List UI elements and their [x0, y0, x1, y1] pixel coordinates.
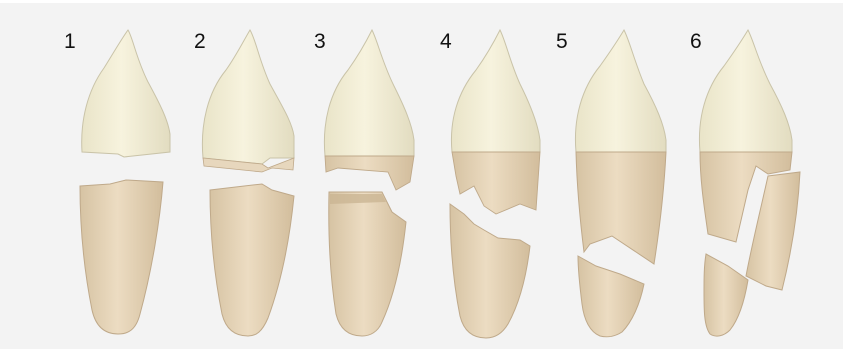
tooth-6-split-fragment [746, 172, 800, 290]
tooth-5 [575, 30, 666, 337]
tooth-4-root [450, 204, 530, 338]
tooth-1 [80, 30, 170, 334]
tooth-6-lower-root [704, 254, 748, 336]
tooth-2 [202, 30, 294, 336]
tooth-1-root [80, 180, 163, 334]
tooth-6-crown [699, 30, 792, 152]
tooth-1-crown [82, 30, 170, 157]
tooth-3-root [329, 192, 406, 336]
tooth-3 [324, 30, 414, 336]
tooth-3-upper-root [325, 156, 414, 190]
tooth-5-apex [578, 256, 644, 337]
tooth-4-crown [451, 30, 540, 152]
tooth-2-crown [202, 30, 294, 164]
tooth-6 [699, 30, 800, 336]
tooth-3-crown [324, 30, 414, 156]
tooth-2-root [210, 184, 294, 336]
tooth-4 [450, 30, 540, 338]
tooth-5-crown [575, 30, 666, 152]
tooth-4-upper-root [452, 152, 540, 214]
tooth-5-upper-root [576, 152, 666, 264]
